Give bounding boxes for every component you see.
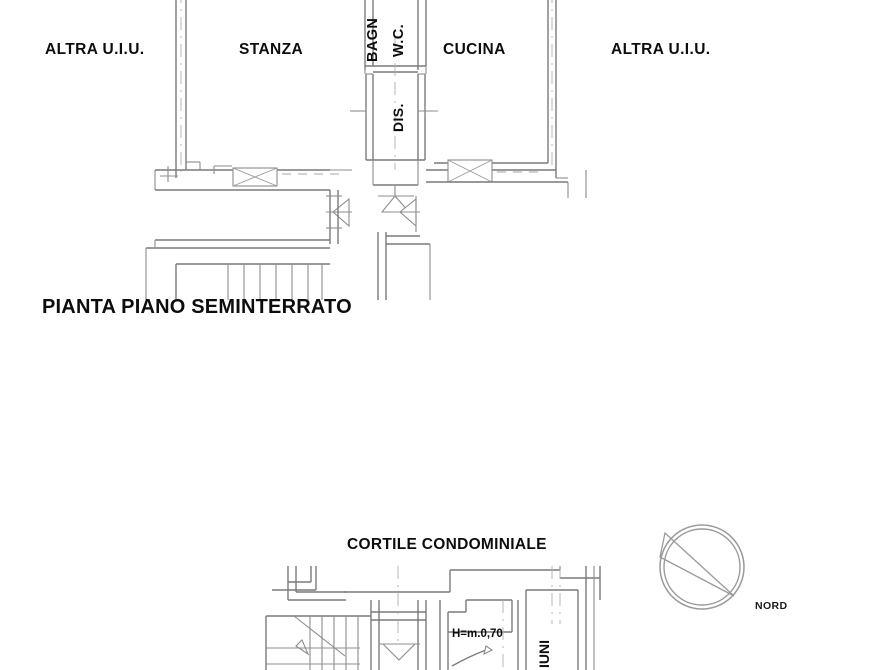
staircase-upper-plan [175, 263, 330, 300]
landing-walls [145, 190, 431, 300]
compass-north-icon [659, 524, 745, 610]
label-parti-comuni: IUNI [536, 640, 552, 668]
label-disimpegno: DIS. [390, 103, 406, 132]
lower-floor-plan-geometry [265, 566, 601, 670]
label-stanza: STANZA [239, 41, 304, 58]
label-height-note: H=m.0,70 [452, 628, 503, 640]
upper-floor-plan-geometry [145, 0, 587, 300]
label-cortile-condominiale: CORTILE CONDOMINIALE [347, 536, 547, 553]
label-cucina: CUCINA [443, 41, 506, 58]
label-bagno: BAGN [365, 17, 381, 62]
slope-arrow [451, 645, 494, 667]
door-symbol-group [326, 186, 420, 232]
wall-bottom-left-band [154, 165, 340, 191]
wall-left-exterior [175, 0, 187, 178]
label-altra-uiu-left: ALTRA U.I.U. [45, 41, 145, 58]
label-wc: W.C. [391, 23, 407, 57]
compass-north-label: NORD [755, 600, 788, 612]
block-bagno-wc-disimpegno [350, 0, 438, 186]
window-symbol-left [232, 167, 278, 187]
stair-direction-arrow [379, 643, 420, 661]
window-symbol-right [447, 159, 493, 183]
upper-plan-title: PIANTA PIANO SEMINTERRATO [42, 296, 352, 318]
label-altra-uiu-right: ALTRA U.I.U. [611, 41, 711, 58]
room-cucina-walls [426, 0, 569, 198]
door-symbol-dis [378, 186, 414, 213]
door-symbol-right [394, 196, 420, 232]
